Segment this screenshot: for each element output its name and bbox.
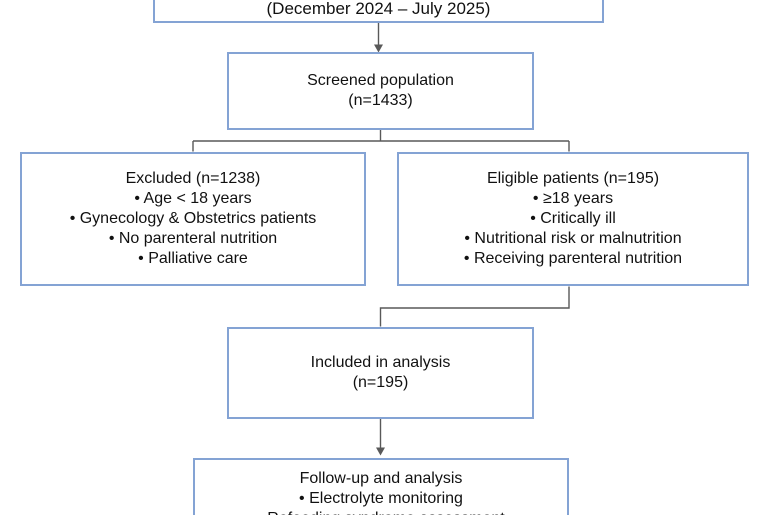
eligible-bullet-4: • Receiving parenteral nutrition (463, 250, 683, 267)
study-period-text: (December 2024 – July 2025) (266, 0, 491, 18)
included-title: Included in analysis (310, 354, 451, 371)
followup-title: Follow-up and analysis (299, 470, 463, 487)
eligible-bullet-3: • Nutritional risk or malnutrition (464, 230, 682, 247)
branch-connector (192, 130, 570, 152)
followup-bullet-1: • Electrolyte monitoring (299, 490, 463, 507)
eligible-title: Eligible patients (n=195) (486, 170, 660, 187)
screened-population-title: Screened population (307, 72, 454, 89)
excluded-bullet-2: • Gynecology & Obstetrics patients (69, 210, 317, 227)
excluded-title: Excluded (n=1238) (125, 170, 261, 187)
screened-population-count: (n=1433) (348, 92, 413, 109)
included-in-analysis-box: Included in analysis (n=195) (227, 327, 534, 419)
followup-analysis-box: Follow-up and analysis • Electrolyte mon… (193, 458, 569, 515)
study-period-box: (December 2024 – July 2025) (153, 0, 604, 23)
excluded-bullet-4: • Palliative care (138, 250, 248, 267)
eligible-to-included-connector (379, 286, 570, 327)
included-count: (n=195) (352, 374, 409, 391)
excluded-bullet-1: • Age < 18 years (134, 190, 252, 207)
excluded-box: Excluded (n=1238) • Age < 18 years • Gyn… (20, 152, 366, 286)
arrowhead-included-to-followup (376, 447, 385, 456)
eligible-patients-box: Eligible patients (n=195) • ≥18 years • … (397, 152, 749, 286)
excluded-bullet-3: • No parenteral nutrition (108, 230, 278, 247)
eligible-bullet-1: • ≥18 years (532, 190, 614, 207)
screened-population-box: Screened population (n=1433) (227, 52, 534, 130)
eligible-bullet-2: • Critically ill (530, 210, 616, 227)
followup-bullet-2: • Refeeding syndrome assessment (257, 509, 505, 515)
